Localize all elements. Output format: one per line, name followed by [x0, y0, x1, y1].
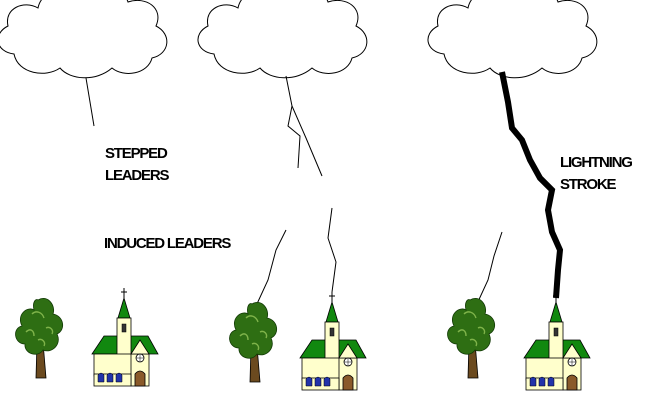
induced-leader-church-2	[328, 208, 336, 292]
cloud-2	[198, 0, 367, 78]
induced-leader-tree-2	[256, 230, 286, 306]
tree-2	[230, 302, 277, 382]
church-2	[300, 292, 366, 390]
stepped-leaders-label: STEPPED LEADERS	[105, 143, 168, 187]
lightning-bolt	[502, 72, 560, 298]
tree-3	[448, 298, 495, 378]
church-3	[524, 292, 590, 390]
stepped-leader-2a	[286, 76, 300, 168]
lightning-stroke-label: LIGHTNING STROKE	[560, 152, 632, 196]
cloud-3	[428, 0, 597, 78]
lightning-label-line1: LIGHTNING	[560, 152, 632, 174]
tree-1	[16, 298, 63, 378]
induced-leader-tree-3	[476, 232, 502, 306]
church-1	[92, 288, 158, 386]
stepped-leader-1	[86, 78, 94, 126]
lightning-label-line2: STROKE	[560, 174, 632, 196]
induced-leaders-label: INDUCED LEADERS	[104, 233, 230, 255]
stepped-label-line2: LEADERS	[105, 165, 168, 187]
stepped-leader-2b	[292, 106, 322, 176]
stepped-label-line1: STEPPED	[105, 143, 168, 165]
cloud-1	[0, 0, 167, 78]
